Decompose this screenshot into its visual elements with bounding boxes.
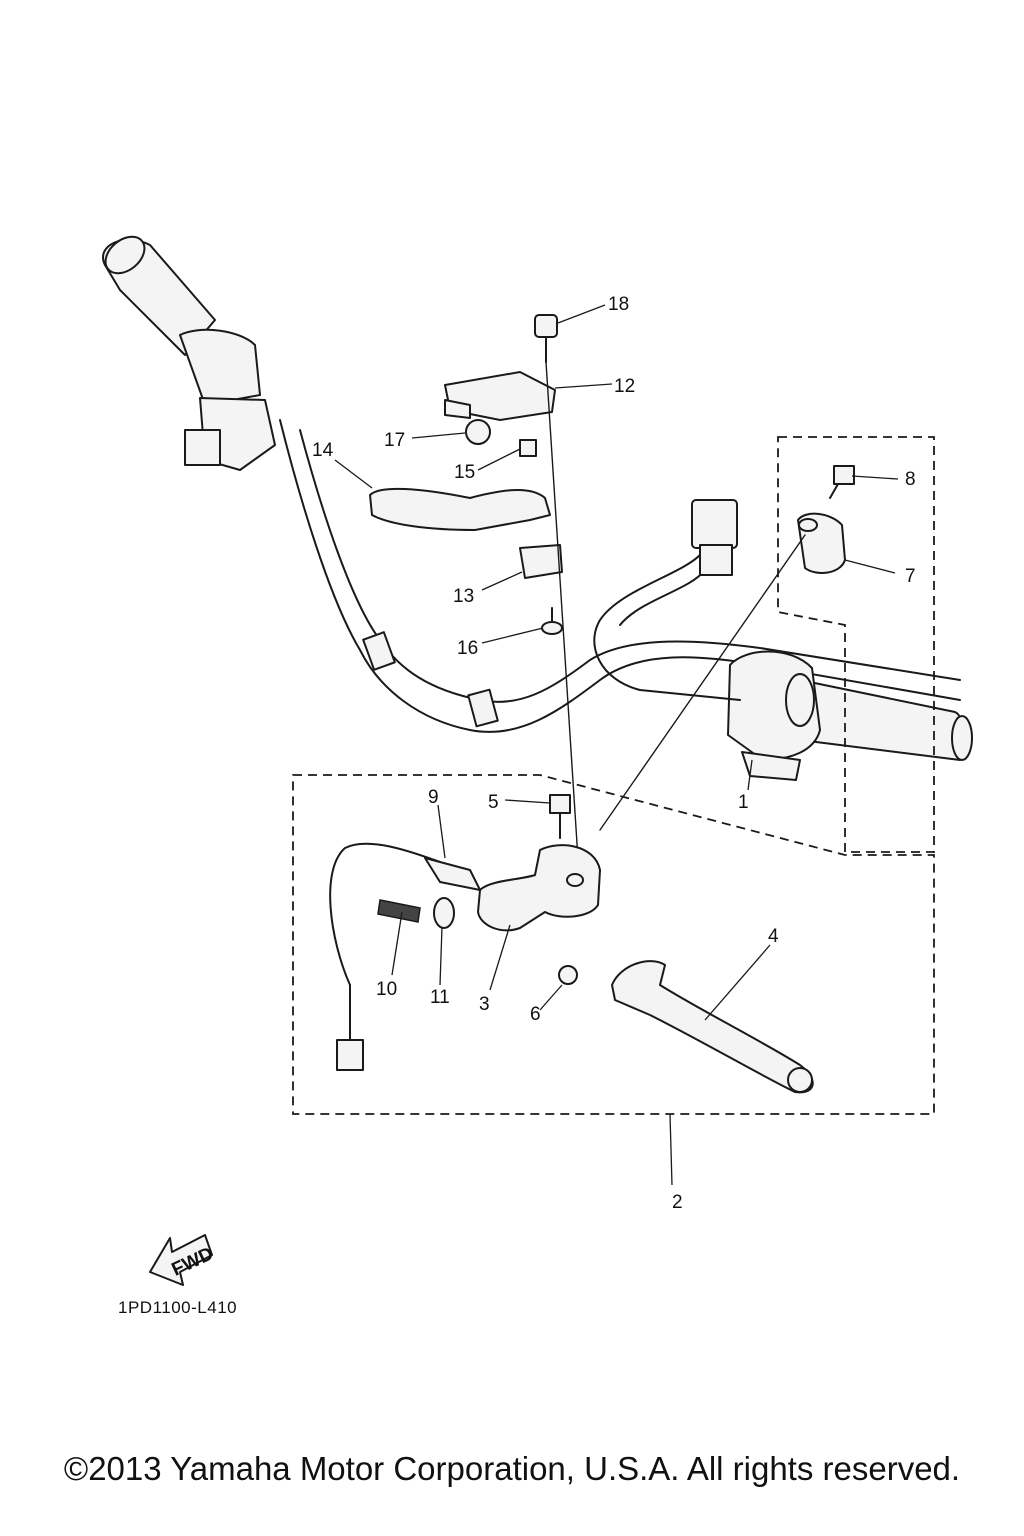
bolt-part-18 — [534, 314, 558, 363]
callout-1: 1 — [738, 792, 749, 813]
fwd-arrow-icon: FWD — [149, 1234, 217, 1286]
callout-8: 8 — [905, 469, 916, 490]
wire-harness — [593, 499, 741, 701]
callout-11: 11 — [430, 987, 450, 1008]
callout-13: 13 — [453, 586, 474, 607]
adjuster-part-10 — [377, 899, 421, 923]
lever-part-14 — [369, 487, 551, 531]
collar-part-15 — [519, 439, 537, 457]
leader-lines — [334, 304, 899, 1186]
clamp-part-7 — [797, 512, 846, 574]
plate-part-13 — [519, 544, 563, 579]
callout-5: 5 — [488, 792, 499, 813]
callout-12: 12 — [614, 376, 635, 397]
knob-part-17 — [465, 419, 491, 445]
callout-3: 3 — [479, 994, 490, 1015]
part-1-group-outline — [777, 436, 935, 853]
locknut-part-11 — [433, 897, 455, 929]
lever-part-4 — [611, 960, 814, 1094]
callout-2: 2 — [672, 1192, 683, 1213]
drawing-code: 1PD1100-L410 — [118, 1298, 238, 1317]
assembly-axis — [545, 361, 581, 891]
callout-14: 14 — [312, 440, 334, 461]
screw-part-8 — [829, 465, 855, 499]
bolt-part-16 — [541, 607, 563, 635]
callout-numbers: 1 2 3 4 5 6 7 8 9 10 11 12 13 14 15 16 1… — [312, 294, 916, 1213]
callout-4: 4 — [768, 926, 779, 947]
nut-part-6 — [558, 965, 578, 985]
callout-17: 17 — [384, 430, 405, 451]
bracket-part-12 — [444, 371, 556, 421]
bolt-part-5 — [549, 794, 571, 839]
callout-9: 9 — [428, 787, 439, 808]
part-2-group-outline — [292, 774, 935, 1115]
left-grip — [102, 235, 276, 471]
right-grip — [799, 679, 973, 761]
callout-6: 6 — [530, 1004, 541, 1025]
callout-16: 16 — [457, 638, 478, 659]
callout-15: 15 — [454, 462, 475, 483]
lever-holder-part-3 — [477, 844, 601, 932]
switch-housing-part-1 — [727, 650, 821, 781]
handlebar — [279, 419, 961, 733]
callout-18: 18 — [608, 294, 629, 315]
callout-7: 7 — [905, 566, 916, 587]
copyright-notice: ©2013 Yamaha Motor Corporation, U.S.A. A… — [63, 1450, 961, 1487]
cable-part-9 — [329, 842, 481, 1071]
callout-10: 10 — [376, 979, 397, 1000]
